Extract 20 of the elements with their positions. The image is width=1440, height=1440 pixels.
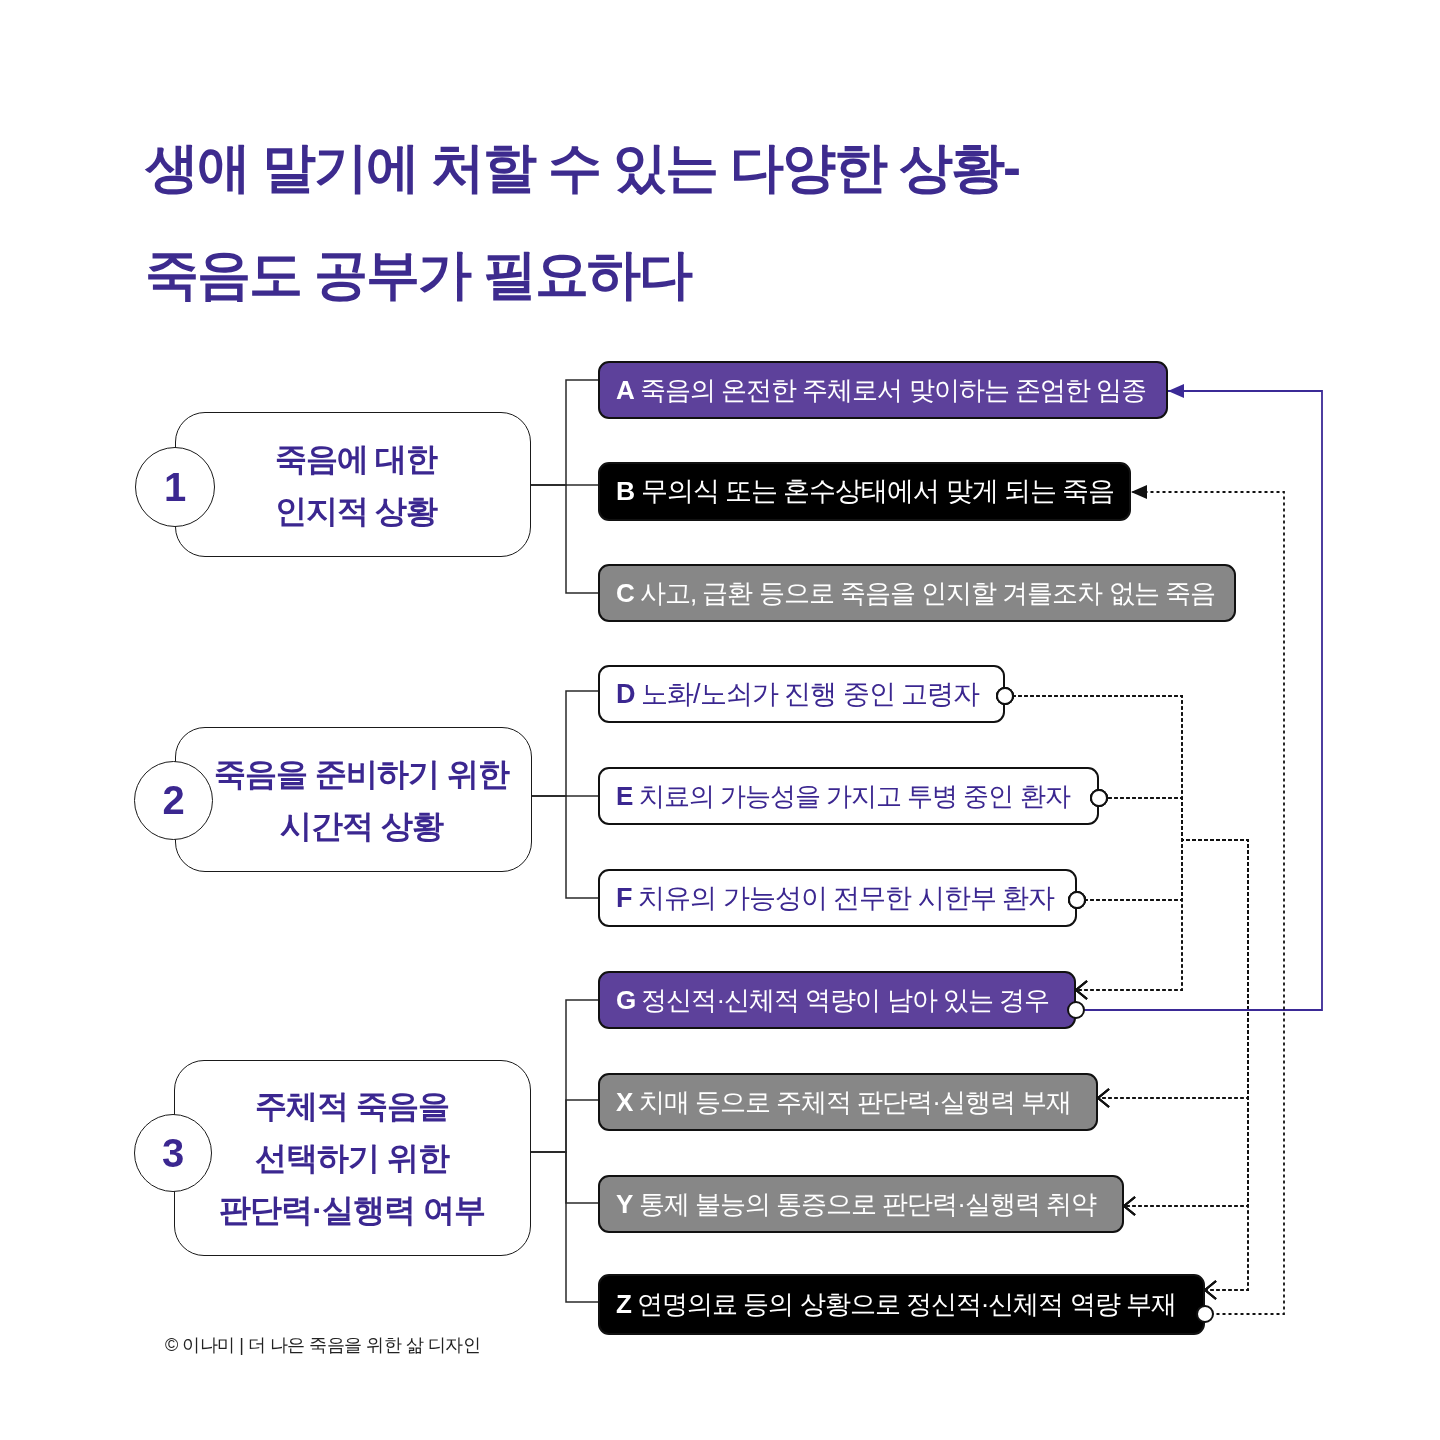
situation-box: C 사고, 급환 등으로 죽음을 인지할 겨를조차 없는 죽음 (598, 564, 1236, 622)
copyright-note: © 이나미 | 더 나은 죽음을 위한 삶 디자인 (165, 1334, 481, 1357)
situation-box: G 정신적·신체적 역량이 남아 있는 경우 (598, 971, 1076, 1029)
number-circle: 3 (134, 1114, 212, 1192)
dotted-arrow (1068, 839, 1249, 1300)
connector-line (531, 795, 599, 899)
situation-box: B 무의식 또는 혼수상태에서 맞게 되는 죽음 (598, 462, 1131, 521)
situation-box: A 죽음의 온전한 주체로서 맞이하는 존엄한 임종 (598, 361, 1168, 419)
situation-box: E 치료의 가능성을 가지고 투병 중인 환자 (598, 767, 1099, 825)
number-circle: 1 (135, 447, 215, 527)
situation-box: D 노화/노쇠가 진행 중인 고령자 (598, 665, 1005, 723)
situation-box: X 치매 등으로 주체적 판단력·실행력 부재 (598, 1073, 1098, 1131)
dotted-arrow (1130, 485, 1285, 1323)
situation-box: F 치유의 가능성이 전무한 시한부 환자 (598, 869, 1077, 927)
situation-box: Y 통제 불능의 통증으로 판단력·실행력 취약 (598, 1175, 1124, 1233)
connector-line (530, 484, 599, 594)
arrow (1067, 384, 1323, 1019)
title: 생애 말기에 처할 수 있는 다양한 상황- 죽음도 공부가 필요하다 (145, 136, 1020, 306)
connector-line (530, 1151, 599, 1303)
situation-box: Z 연명의료 등의 상황으로 정신적·신체적 역량 부재 (598, 1274, 1205, 1335)
